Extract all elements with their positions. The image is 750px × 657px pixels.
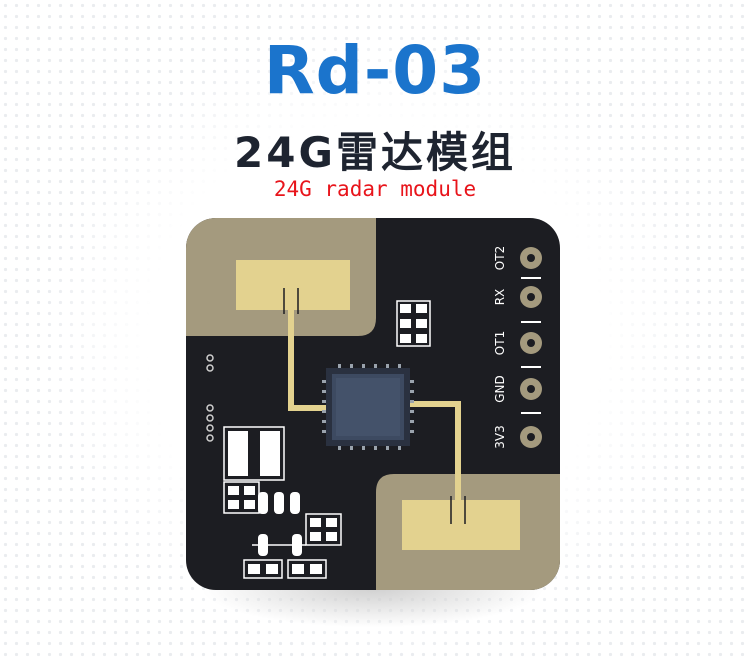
antenna-patch-rx xyxy=(402,500,520,550)
board-shadow xyxy=(200,588,546,628)
pin-label-ot1: OT1 xyxy=(493,330,507,356)
product-subtitle-english: 24G radar module xyxy=(273,177,477,201)
feed-line-tx xyxy=(288,310,336,411)
vias-left xyxy=(206,354,214,442)
pin-label-gnd: GND xyxy=(493,375,507,403)
pin-label-rx: RX xyxy=(493,288,507,306)
product-title: Rd-03 xyxy=(263,32,487,109)
header-pins xyxy=(520,247,542,448)
radar-chip xyxy=(322,364,414,450)
antenna-patch-tx xyxy=(236,260,350,310)
pin-label-ot2: OT2 xyxy=(493,245,507,271)
smd-pads-top xyxy=(400,304,427,343)
product-subtitle: 24G雷达模组 xyxy=(234,128,516,177)
pcb-graphic xyxy=(186,218,560,590)
pin-label-3v3: 3V3 xyxy=(493,425,507,449)
radar-module-board: OT2 RX OT1 GND 3V3 xyxy=(186,218,560,590)
feed-line-rx xyxy=(402,401,461,500)
smd-components xyxy=(228,431,337,574)
